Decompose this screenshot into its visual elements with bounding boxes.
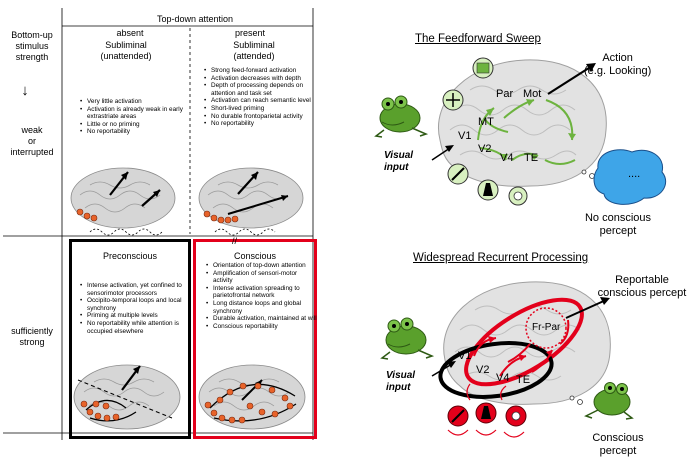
bullet: Amplification of sensori-motor activity [206,270,317,285]
bullet: Intense activation, yet confined to sens… [80,282,191,297]
bullet: Very little activation [80,98,192,106]
visual-input-label-top: Visual input [384,150,414,173]
conscious-box [193,239,317,439]
brain-preconscious [73,364,181,430]
reportable-percept-label: Reportable conscious percept [597,274,687,299]
brain-subliminal-unattended [70,167,176,229]
bullet: No durable frontoparietal activity [204,113,317,121]
preconscious-box [69,239,191,439]
recurrent-title: Widespread Recurrent Processing [413,252,589,264]
bullet: Orientation of top-down attention [206,262,317,270]
area-label: V2 [476,364,490,376]
feature-icons-bottom [447,383,527,438]
visual-input-label-bottom: Visual input [386,370,416,393]
bullet: No reportability [204,120,317,128]
bullet: Occipito-temporal loops and local synchr… [80,297,191,312]
brain-subliminal-attended [198,167,304,229]
subliminal-attended-title: Subliminal (attended) [233,40,275,61]
bullet: Depth of processing depends on attention… [204,82,317,97]
bullet: Long distance loops and global synchrony [206,300,317,315]
subliminal-attended-bullets: Strong feed-forward activation Activatio… [204,67,317,128]
frog-icon [374,95,429,138]
area-label: Mot [523,88,542,100]
top-down-attention-header: Top-down attention [156,14,234,24]
svg-text://: // [232,236,238,246]
brain-conscious [198,364,306,430]
bullet: Short-lived priming [204,105,317,113]
bullet: Intense activation spreading to parietof… [206,285,317,300]
bullet: Conscious reportability [206,323,317,331]
area-label: V4 [496,372,510,384]
subliminal-unattended-title: Subliminal (unattended) [100,40,152,61]
down-arrow-icon: ↓ [21,82,29,99]
area-label: V1 [458,130,472,142]
row-strong: sufficiently strong [11,326,53,347]
bullet: Priming at multiple levels [80,312,191,320]
area-label: Par [496,88,514,100]
bullet: Strong feed-forward activation [204,67,317,75]
area-label: TE [516,374,531,386]
empty-thought-bubble [593,149,667,205]
bullet: No reportability while attention is occu… [80,320,191,335]
conscious-bullets: Orientation of top-down attention Amplif… [206,262,317,330]
subliminal-unattended-bullets: Very little activation Activation is alr… [80,98,192,136]
recurrent-black-ellipse [438,341,554,399]
preconscious-title: Preconscious [102,251,158,261]
col-present: present [234,28,266,38]
bottom-up-header: Bottom-up stimulus strength [11,30,53,62]
feedforward-title: The Feedforward Sweep [415,33,541,45]
conscious-title: Conscious [233,251,277,261]
conscious-percept-caption: Conscious percept [592,432,644,457]
area-label: V1 [458,350,472,362]
area-label: Fr-Par [532,322,561,333]
area-label: V2 [478,143,492,155]
bullet: Activation is already weak in early extr… [80,106,192,121]
bullet: Activation decreases with depth [204,75,317,83]
area-label: MT [478,116,494,128]
recurrent-red-ellipse [464,297,584,387]
feature-icons-top [442,57,528,206]
action-label: Action (e.g. Looking) [584,52,652,77]
frog-icon [380,317,435,360]
area-label: TE [524,152,539,164]
bullet: Durable activation, maintained at will [206,315,317,323]
bullet: Activation can reach semantic level [204,97,317,105]
bullet: Little or no priming [80,121,192,129]
preconscious-bullets: Intense activation, yet confined to sens… [80,282,191,335]
col-absent: absent [116,28,144,38]
bubble-text: .... [628,168,641,180]
no-conscious-percept-caption: No conscious percept [584,212,652,237]
frog-percept-icon [584,382,634,420]
row-weak: weak or interrupted [10,125,54,157]
area-label: V4 [500,152,514,164]
bullet: No reportability [80,128,192,136]
